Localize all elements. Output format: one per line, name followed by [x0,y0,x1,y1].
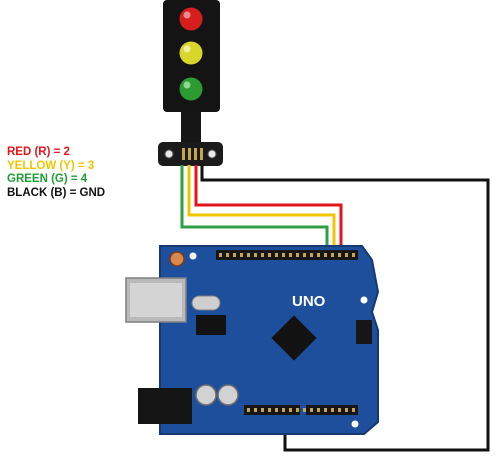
bottom-pin [338,408,341,412]
usb-chip [196,315,226,335]
digital-pin [247,253,250,257]
capacitor-right [217,384,239,406]
digital-pin [296,253,299,257]
wires [180,165,490,452]
bottom-pin [317,408,320,412]
arduino-uno-board: UNO [125,245,380,435]
digital-header-pins [219,253,355,257]
digital-pin [275,253,278,257]
legend-red: RED (R) = 2 [7,146,70,158]
board-hole-right-mid [360,296,368,304]
digital-pin [331,253,334,257]
bottom-pin [324,408,327,412]
black-wire [200,165,490,452]
dc-power-jack [138,388,192,424]
bottom-pin [261,408,264,412]
power-header [244,405,300,415]
legend-black: BLACK (B) = GND [7,186,106,199]
digital-pin [268,253,271,257]
bottom-pin [345,408,348,412]
digital-pin [289,253,292,257]
board-hole-top-left [189,252,197,260]
yellow-lamp-glare [183,45,191,53]
digital-pin [254,253,257,257]
capacitor-left [195,384,217,406]
board-model-label: UNO [292,293,326,310]
digital-pin [345,253,348,257]
legend-yellow: YELLOW (Y) = 3 [7,159,95,172]
board-pcb [159,245,380,435]
icsp-header [356,320,372,344]
bottom-pin [289,408,292,412]
reset-button [169,251,185,267]
mounting-hole-right [207,149,217,159]
green-lamp-glare [183,81,191,89]
bottom-pin [254,408,257,412]
green-wire [180,165,329,258]
digital-pin [219,253,222,257]
bottom-pin [352,408,355,412]
red-lamp [179,7,203,31]
digital-pin [324,253,327,257]
digital-pin [303,253,306,257]
header-pin-g [182,148,185,160]
bottom-pin [331,408,334,412]
digital-header [216,250,358,260]
board-hole-bottom [351,420,359,428]
digital-pin [240,253,243,257]
digital-pin [310,253,313,257]
red-wire [194,165,343,258]
bottom-pin [310,408,313,412]
digital-pin [233,253,236,257]
bottom-header-pins [247,408,355,412]
bottom-pin [282,408,285,412]
header-pin-gnd [200,148,203,160]
green-lamp [179,77,203,101]
mounting-hole-left [164,149,174,159]
digital-pin [352,253,355,257]
bottom-pin [303,408,306,412]
digital-pin [282,253,285,257]
digital-pin [338,253,341,257]
yellow-lamp [179,41,203,65]
red-lamp-glare [183,11,191,19]
usb-connector-inner [130,283,182,317]
legend-green: GREEN (G) = 4 [7,173,88,185]
digital-pin [317,253,320,257]
bottom-pin [247,408,250,412]
digital-pin [261,253,264,257]
crystal-oscillator [191,295,221,311]
traffic-light-module [158,0,223,166]
header-pin-r [194,148,197,160]
digital-pin [226,253,229,257]
header-pin-y [188,148,191,160]
bottom-pin [268,408,271,412]
yellow-wire [187,165,336,258]
bottom-pin [296,408,299,412]
pin-legend: RED (R) = 2 YELLOW (Y) = 3 GREEN (G) = 4… [7,146,105,200]
traffic-light-stem [181,112,201,142]
bottom-pin [275,408,278,412]
